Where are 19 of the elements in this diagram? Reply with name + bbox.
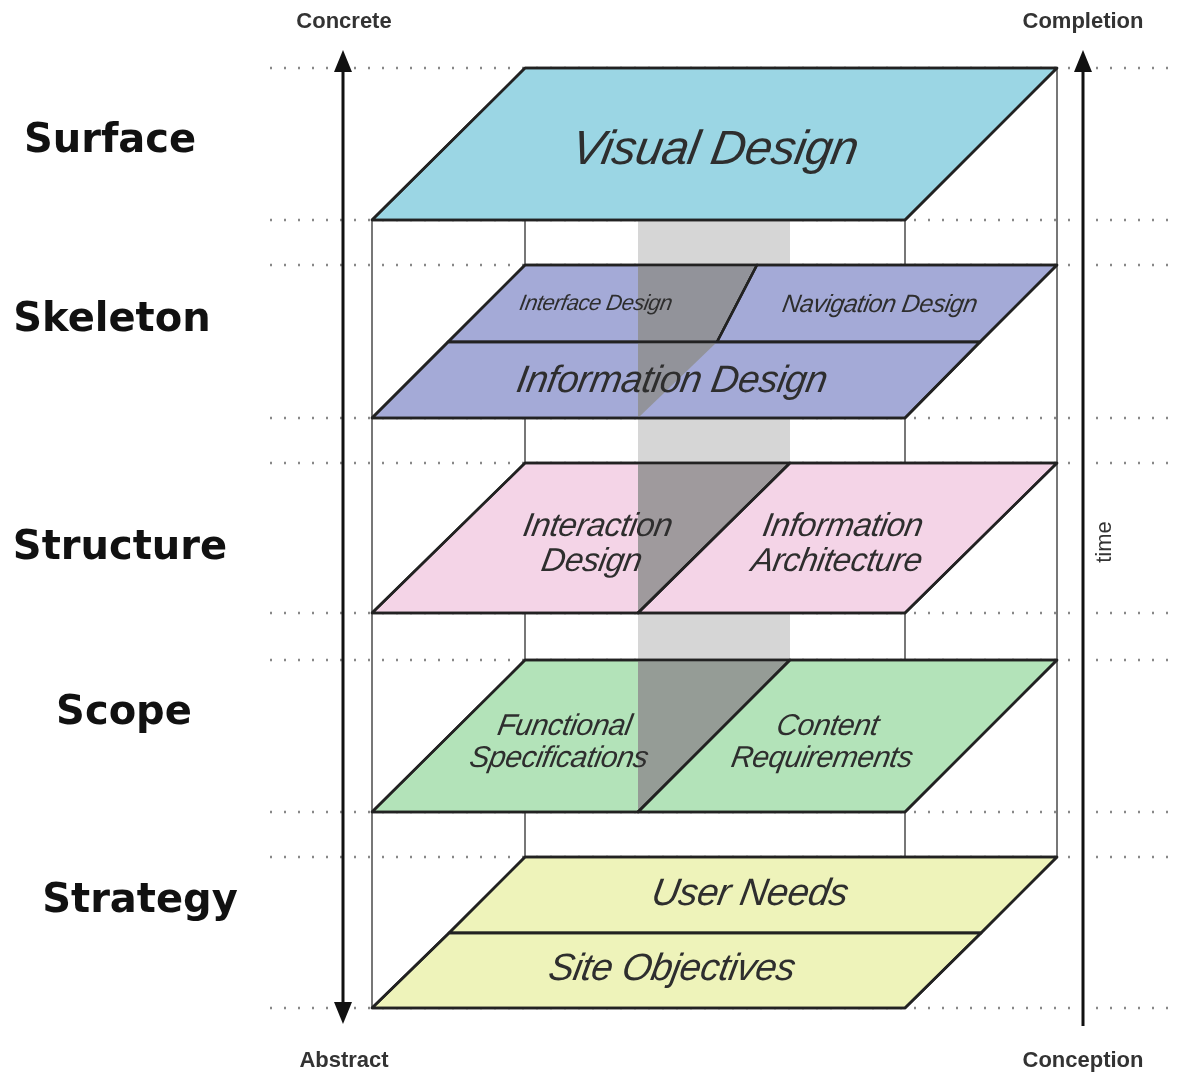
plane-name: Structure xyxy=(12,522,228,568)
axis-label: Conception xyxy=(1022,1047,1144,1073)
layer-label: Information Design xyxy=(512,360,832,400)
layer-label: Navigation Design xyxy=(779,289,981,317)
axis-label: Completion xyxy=(1022,8,1144,34)
axis-label: Abstract xyxy=(299,1047,389,1073)
layer-label: Information Architecture xyxy=(747,508,928,578)
layer-label: Interaction Design xyxy=(519,508,677,578)
layer-label: Functional Specifications xyxy=(466,708,653,772)
axis-label: Concrete xyxy=(296,8,392,34)
plane-name: Surface xyxy=(23,115,197,161)
layer-label: Visual Design xyxy=(566,122,864,174)
layer-label: Content Requirements xyxy=(727,708,917,772)
layer-label: User Needs xyxy=(647,873,853,913)
layer-label: Site Objectives xyxy=(544,948,800,988)
plane-name: Strategy xyxy=(42,875,238,921)
plane-name: Skeleton xyxy=(13,294,211,340)
plane-name: Scope xyxy=(56,687,192,733)
axis-label: time xyxy=(1091,521,1117,563)
